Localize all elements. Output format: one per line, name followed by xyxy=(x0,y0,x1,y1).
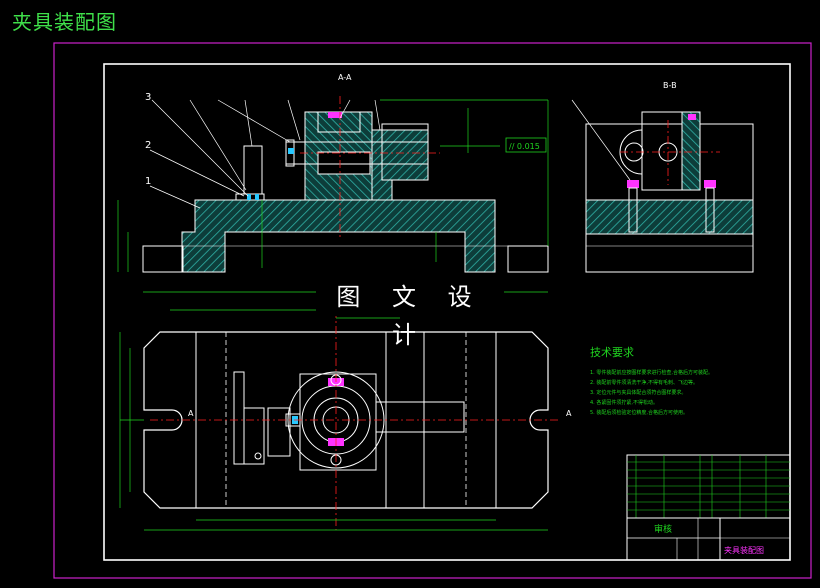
title-block-label: 审核 xyxy=(654,523,672,535)
section-bb-label: B-B xyxy=(663,81,677,90)
inner-frame xyxy=(103,63,791,561)
section-marker-right: A xyxy=(566,409,572,418)
tech-requirement-item: 5. 装配后须检验定位精度,合格后方可使用。 xyxy=(590,409,688,416)
section-aa-label: A-A xyxy=(338,73,352,82)
section-marker-left: A xyxy=(188,409,194,418)
page-title: 夹具装配图 xyxy=(12,10,117,34)
part-number-3: 3 xyxy=(145,92,151,103)
part-number-2: 2 xyxy=(145,140,151,151)
tech-requirement-item: 3. 定位元件与夹具体配合须符合图样要求。 xyxy=(590,389,686,396)
tolerance-frame xyxy=(505,137,547,153)
side-section-view: B-B xyxy=(571,81,754,273)
svg-text:// 0.015: // 0.015 xyxy=(509,142,540,151)
title-block-drawing-name: 夹具装配图 xyxy=(724,545,764,555)
watermark: 图 文 设 计 xyxy=(316,278,504,349)
top-view: A A xyxy=(119,309,572,531)
front-section-view: A-A xyxy=(117,73,549,293)
outer-border xyxy=(53,42,812,579)
tech-requirement-item: 4. 各紧固件须拧紧,不得松动。 xyxy=(590,399,658,406)
title-block: 审核 夹具装配图 xyxy=(626,454,791,561)
technical-requirements: 技术要求 1. 零件装配前应按图样要求进行检查,合格后方可装配。 2. 装配前零… xyxy=(590,346,713,416)
tech-requirement-item: 1. 零件装配前应按图样要求进行检查,合格后方可装配。 xyxy=(590,369,713,376)
tech-requirement-item: 2. 装配前零件须清洗干净,不得有毛刺、飞边等。 xyxy=(590,379,698,386)
part-number-1: 1 xyxy=(145,176,151,187)
tech-requirements-heading: 技术要求 xyxy=(590,346,634,359)
